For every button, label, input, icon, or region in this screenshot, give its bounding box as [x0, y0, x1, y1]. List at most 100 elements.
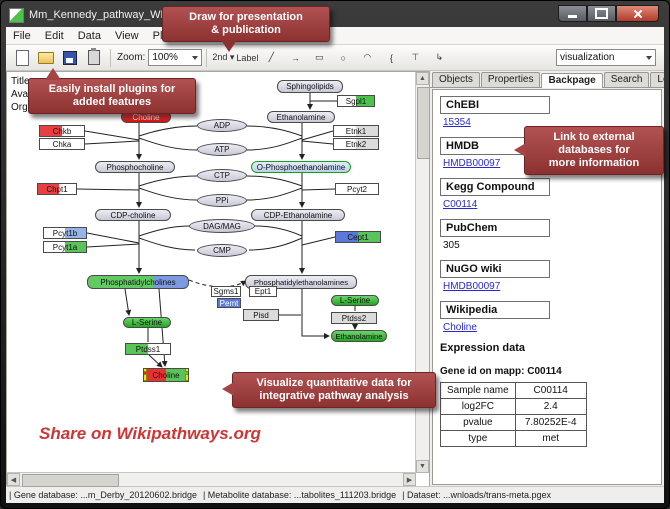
pathway-edge[interactable]	[301, 130, 334, 141]
datanode-menu-button[interactable]: 2nd ▾	[212, 47, 234, 69]
pathway-node-cdp-ethanolamine[interactable]: CDP-Ethanolamine	[251, 209, 345, 221]
tab-properties[interactable]: Properties	[480, 72, 541, 87]
pathway-edge[interactable]	[124, 288, 132, 316]
ellipse-tool-button[interactable]: ○	[332, 47, 354, 69]
pathway-edge[interactable]	[84, 130, 140, 141]
tab-objects[interactable]: Objects	[432, 72, 480, 87]
tab-search[interactable]: Search	[603, 72, 650, 87]
close-button[interactable]	[616, 5, 659, 22]
pathway-node-pemt[interactable]: Pemt	[217, 298, 241, 308]
tab-backpage[interactable]: Backpage	[541, 73, 603, 88]
backpage-link[interactable]: HMDB00097	[443, 158, 501, 169]
pathway-node-chkb[interactable]: Chkb	[39, 125, 85, 137]
pathway-canvas[interactable]: Title: Availability: Organism: Sphingoli…	[6, 71, 430, 487]
pathway-node-dag-mag[interactable]: DAG/MAG	[189, 219, 255, 233]
pathway-edge[interactable]	[138, 225, 190, 237]
backpage-link[interactable]: Choline	[443, 322, 477, 333]
arc-tool-button[interactable]: ◠	[356, 47, 378, 69]
brace-tool-button[interactable]: {	[380, 47, 402, 69]
pathway-edge[interactable]	[246, 175, 303, 187]
selection-handle[interactable]	[185, 369, 188, 372]
selection-handle[interactable]	[144, 369, 147, 372]
connector-tool-button[interactable]: ↳	[428, 47, 450, 69]
tab-legend[interactable]: Legend	[650, 72, 664, 87]
pathway-node-cept1[interactable]: Cept1	[335, 231, 381, 243]
pathway-edge[interactable]	[301, 140, 334, 145]
pathway-node-pcyt1a[interactable]: Pcyt1a	[43, 241, 87, 253]
line-tool-button[interactable]: ╱	[260, 47, 282, 69]
scroll-up-icon[interactable]: ▲	[416, 72, 429, 85]
pathway-edge[interactable]	[138, 237, 196, 251]
pathway-node-phosphatidylethanolamines[interactable]: Phosphatidylethanolamines	[245, 275, 357, 289]
pathway-edge[interactable]	[246, 187, 303, 201]
pathway-edge[interactable]	[84, 140, 140, 145]
menu-item-edit[interactable]: Edit	[44, 29, 64, 42]
menu-item-file[interactable]: File	[13, 29, 31, 42]
pathway-node-ptdss1[interactable]: Ptdss1	[125, 343, 171, 355]
pathway-node-sgms1[interactable]: Sgms1	[211, 286, 241, 297]
pathway-node-ept1[interactable]: Ept1	[249, 286, 277, 297]
pathway-edge[interactable]	[301, 289, 330, 339]
pathway-edge[interactable]	[138, 137, 198, 151]
pathway-node-adp[interactable]: ADP	[197, 119, 247, 132]
selection-handle[interactable]	[144, 374, 147, 381]
pathway-node-chka[interactable]: Chka	[39, 138, 85, 150]
zoom-combobox[interactable]: 100%	[148, 49, 203, 66]
pathway-node-o-phosphoethanolamine[interactable]: O-Phosphoethanolamine	[251, 161, 351, 173]
maximize-button[interactable]	[587, 5, 616, 22]
pathway-node-pcyt1b[interactable]: Pcyt1b	[43, 227, 87, 239]
pathway-edge[interactable]	[148, 354, 163, 368]
pathway-edge[interactable]	[86, 243, 140, 248]
pathway-edge[interactable]	[86, 232, 140, 244]
menu-item-view[interactable]: View	[114, 29, 139, 42]
horizontal-scroll-thumb[interactable]	[22, 474, 119, 487]
visualization-combobox[interactable]: visualization	[556, 49, 656, 66]
scroll-left-icon[interactable]: ◀	[7, 473, 20, 486]
pathway-node-phosphatidylcholines[interactable]: Phosphatidylcholines	[87, 275, 189, 289]
pathway-node-ethanolamine[interactable]: Ethanolamine	[267, 111, 335, 123]
copy-button[interactable]	[83, 47, 105, 69]
label-tool-button[interactable]: Label	[236, 47, 258, 69]
backpage-link[interactable]: C00114	[443, 199, 478, 210]
pathway-edge[interactable]	[138, 175, 198, 187]
arrow-tool-button[interactable]: →	[284, 47, 306, 69]
pathway-node-cdp-choline[interactable]: CDP-choline	[95, 209, 171, 221]
minimize-button[interactable]	[558, 5, 587, 22]
pathway-edge[interactable]	[301, 188, 336, 191]
pathway-node-cmp[interactable]: CMP	[197, 244, 247, 257]
menu-item-data[interactable]: Data	[77, 29, 101, 42]
scroll-down-icon[interactable]: ▼	[416, 460, 429, 473]
pathway-node-l-serine[interactable]: L-Serine	[331, 295, 379, 306]
pathway-node-phosphocholine[interactable]: Phosphocholine	[95, 161, 175, 173]
canvas-horizontal-scrollbar[interactable]: ◀ ▶	[7, 472, 416, 487]
pathway-edge[interactable]	[254, 225, 303, 237]
pathway-edge[interactable]	[138, 125, 198, 137]
pathway-node-choline[interactable]: Choline	[143, 368, 189, 382]
canvas-vertical-scrollbar[interactable]: ▲ ▼	[415, 72, 430, 473]
selection-handle[interactable]	[185, 374, 188, 381]
vertical-scroll-thumb[interactable]	[417, 87, 430, 159]
backpage-link[interactable]: 15354	[443, 117, 471, 128]
pathway-edge[interactable]	[248, 237, 303, 251]
rectangle-tool-button[interactable]: ▭	[308, 47, 330, 69]
tbar-tool-button[interactable]: ⊤	[404, 47, 426, 69]
pathway-edge[interactable]	[246, 137, 303, 151]
pathway-node-ptdss2[interactable]: Ptdss2	[331, 312, 377, 324]
pathway-edge[interactable]	[76, 188, 140, 191]
save-file-button[interactable]	[59, 47, 81, 69]
pathway-node-sphingolipids[interactable]: Sphingolipids	[277, 80, 343, 93]
pathway-edge[interactable]	[138, 187, 198, 201]
pathway-node-ppi[interactable]: PPi	[197, 194, 247, 207]
backpage-link[interactable]: HMDB00097	[443, 281, 501, 292]
pathway-node-pcyt2[interactable]: Pcyt2	[335, 183, 379, 195]
pathway-node-etnk2[interactable]: Etnk2	[333, 138, 379, 150]
pathway-node-l-serine[interactable]: L-Serine	[123, 317, 171, 328]
open-file-button[interactable]	[35, 47, 57, 69]
pathway-node-atp[interactable]: ATP	[197, 143, 247, 156]
pathway-node-etnk1[interactable]: Etnk1	[333, 125, 379, 137]
pathway-edge[interactable]	[246, 125, 303, 137]
pathway-node-pisd[interactable]: Pisd	[243, 309, 279, 321]
new-file-button[interactable]	[11, 47, 33, 69]
pathway-node-chpt1[interactable]: Chpt1	[37, 183, 77, 195]
pathway-node-ethanolamine[interactable]: Ethanolamine	[331, 330, 387, 342]
